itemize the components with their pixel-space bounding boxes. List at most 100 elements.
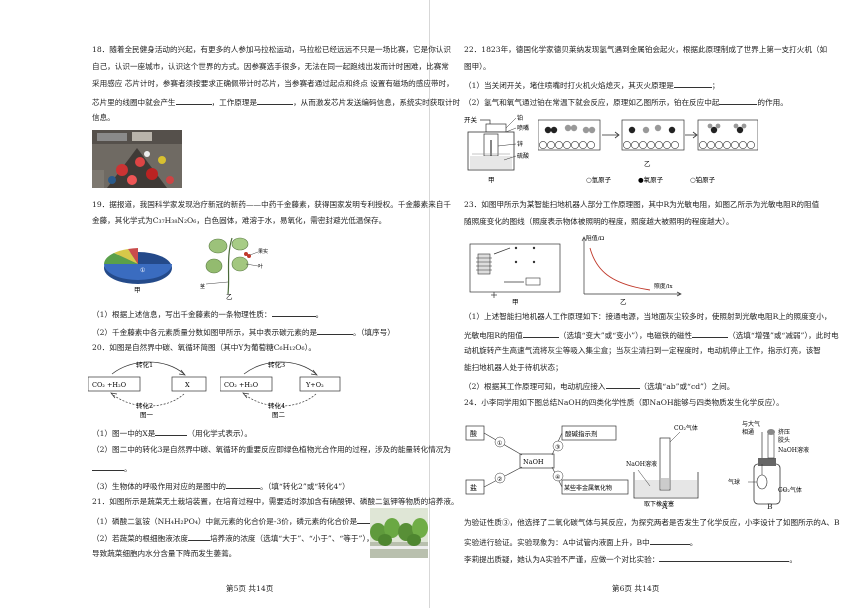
answer-blank[interactable] — [357, 514, 382, 524]
fig2-top: 转化3 — [268, 360, 285, 369]
q22-sub2: （2）氢气和氧气通过铂在常温下就会反应，原理如乙图所示，铂在反应中起的作用。 — [464, 95, 788, 109]
fig2-bottom: 转化4 — [268, 401, 285, 410]
box1-molecules — [544, 124, 596, 134]
plant-label-fruit: 果实 — [258, 248, 268, 255]
right-page: 22．1823年，德国化学家德贝莱纳发现氢气遇到金属铂会起火，根据此原理制成了世… — [430, 0, 860, 608]
label-n4: ④ — [555, 474, 560, 481]
q20-sub2-answer: 。 — [92, 461, 132, 475]
b-conn-label: 相通 — [742, 428, 754, 436]
fig1-bottom: 转化2 — [136, 401, 153, 410]
page-divider — [429, 0, 430, 608]
cycle-diagram-2: CO₂ +H₂O Y+O₂ 转化3 转化4 图二 — [220, 360, 341, 418]
q24-s3: 李莉提出质疑，她认为A实验不严谨，应做一个对比实验：。 — [464, 552, 797, 566]
q22-sub1: （1）当关闭开关，堵住喷嘴时打火机火焰熄灭，其灭火原理是； — [464, 78, 719, 92]
plant-label-stem: 茎 — [200, 283, 205, 290]
answer-blank[interactable] — [659, 552, 790, 562]
fig-jia-caption: 甲 — [134, 286, 141, 294]
plant-label-leaf: 叶 — [258, 263, 263, 270]
a-solution-label: NaOH溶液 — [626, 460, 657, 468]
hydroponics-photo — [370, 508, 428, 558]
answer-blank[interactable] — [155, 426, 188, 436]
node-naoh: NaOH — [523, 458, 544, 466]
pie-slice-1 — [104, 264, 172, 280]
q18-line4: 芯片里的线圈中就会产生，工作原理是，从而激发芯片发送编码信息，系统实时获取计时 — [92, 95, 460, 109]
q21-sub1: （1）磷酸二氢铵（NH₄H₂PO₄）中氮元素的化合价是-3价，磷元素的化合价是。 — [92, 514, 389, 528]
q20-sub2: （2）图二中的转化3是自然界中碳、氧循环的重要反应即绿色植物光合作用的过程，涉及… — [92, 445, 451, 454]
b-squeeze-label: 挤压 — [778, 428, 790, 436]
label-n1: ① — [497, 440, 502, 447]
fig1-top: 转化1 — [136, 360, 153, 369]
graph-y-label: 阻值/Ω — [586, 234, 605, 242]
fig2-left: CO₂ +H₂O — [224, 381, 258, 389]
q19-sub1: （1）根据上述信息，写出千金藤素的一条物理性质：。 — [92, 307, 323, 321]
page-number-6: 第6页 共14页 — [612, 584, 660, 593]
q21-sub2: （2）若蔬菜的根细胞液浓度培养液的浓度（选填“大于”、“小于”、“等于”），会 — [92, 531, 381, 545]
box2-molecules — [628, 124, 676, 134]
node-acid: 酸 — [470, 429, 477, 438]
answer-blank[interactable] — [225, 479, 260, 489]
q23-s1: （1）上述智能扫地机器人工作原理如下：接通电源，当地面灰尘较多时，使照射到光敏电… — [464, 312, 832, 321]
q18-line3: 采用感应 芯片计时，参赛者须按要求正确佩带计时芯片，当参赛者通过起点和终点 设置… — [92, 79, 454, 88]
label-nozzle: 喷嘴 — [517, 124, 529, 132]
answer-blank[interactable] — [271, 307, 316, 317]
node-salt: 盐 — [470, 483, 477, 492]
fig-jia-caption: 甲 — [512, 298, 519, 306]
b-dropper-label: 胶头 — [778, 436, 790, 444]
plant-illustration: 果实 叶 茎 乙 — [200, 237, 268, 300]
element-pie-chart: ① 甲 — [104, 248, 172, 294]
answer-blank[interactable] — [673, 78, 712, 88]
q23-line1: 23．如图甲所示为某智能扫地机器人部分工作原理图，其中R为光敏电阻，如图乙所示为… — [464, 200, 820, 209]
answer-blank[interactable] — [175, 95, 212, 105]
legend-platinum: ○铂原子 — [690, 175, 716, 184]
apparatus-b-label: B — [767, 502, 773, 511]
pie-slice-4 — [128, 248, 138, 264]
fig-yi-caption: 乙 — [644, 160, 651, 168]
answer-blank[interactable] — [649, 535, 690, 545]
apparatus-a-label: A — [662, 502, 668, 511]
marathon-photo — [92, 130, 182, 188]
q23-s3: 动机旋转产生高速气流将灰尘等吸入集尘盒；当灰尘清扫到一定程度时，电动机停止工作，… — [464, 346, 821, 355]
b-co2-label: CO₂气体 — [778, 486, 802, 494]
pie-slice-3 — [114, 249, 138, 264]
legend-oxygen: ●氧原子 — [638, 175, 664, 184]
left-page: 18．随着全民健身活动的兴起，有更多的人参加马拉松运动，马拉松已经远远不只是一场… — [88, 45, 460, 593]
answer-blank[interactable] — [719, 95, 758, 105]
q20-sub1: （1）图一中的X是（用化学式表示）。 — [92, 426, 252, 440]
fig-yi-caption: 乙 — [226, 293, 233, 300]
label-switch: 开关 — [464, 115, 478, 124]
answer-blank[interactable] — [692, 328, 729, 338]
q18-line1: 18．随着全民健身活动的兴起，有更多的人参加马拉松运动，马拉松已经远远不只是一场… — [92, 45, 451, 54]
q24-line1: 24．小李同学用如下图总结NaOH的四类化学性质（即NaOH能够与四类物质发生化… — [464, 398, 784, 407]
q19-line2: 金藤，其化学式为C₃₇H₃₈N₂O₆，白色固体，难溶于水，易氧化，需密封避光低温… — [92, 216, 387, 225]
fig1-left: CO₂ +H₂O — [92, 381, 126, 389]
apparatus-b: 与大气 相通 挤压 胶头 NaOH溶液 气球 CO₂气体 — [728, 420, 809, 505]
answer-blank[interactable] — [187, 531, 210, 541]
a-co2-label: CO₂气体 — [674, 424, 698, 432]
label-zinc: 锌 — [517, 140, 523, 148]
legend-hydrogen: ○氢原子 — [586, 175, 612, 184]
answer-blank[interactable] — [605, 379, 640, 389]
cycle-diagram-1: CO₂ +H₂O X 转化1 转化2 图一 — [88, 360, 207, 418]
q20-intro: 20．如图是自然界中碳、氧循环简图（其中Y为葡萄糖C₆H₁₂O₆）。 — [92, 343, 316, 352]
pie-slice-2 — [104, 253, 138, 264]
q22-line2: 图甲）。 — [464, 62, 491, 71]
label-platinum: 铂 — [517, 114, 523, 122]
q22-line1: 22．1823年，德国化学家德贝莱纳发现氢气遇到金属铂会起火，根据此原理制成了世… — [464, 45, 828, 54]
q20-sub3: （3）生物体的呼吸作用对应的是图中的。（填“转化2”或“转化4”） — [92, 479, 350, 493]
answer-blank[interactable] — [92, 461, 124, 471]
answer-blank[interactable] — [257, 95, 294, 105]
box3-molecules — [707, 123, 747, 134]
box-x — [171, 376, 207, 392]
q19-sub2: （2）千金藤素中各元素质量分数如图甲所示，其中表示碳元素的是。（填序号） — [92, 325, 395, 339]
q18-line2: 自己，认识一座城市，认识这个世界的方式。因参赛选手很多，无法在同一起跑线出发而计… — [92, 62, 449, 71]
q23-s5: （2）根据其工作原理可知，电动机应接入（选填“ab”或“cd”）之间。 — [464, 379, 734, 393]
a-caption: 取下橡皮塞 — [644, 500, 674, 508]
answer-blank[interactable] — [317, 325, 354, 335]
q21-line4: 导致蔬菜细胞内水分含量下降而发生萎蔫。 — [92, 549, 237, 558]
fig-jia-caption: 甲 — [488, 176, 495, 184]
fig-yi-caption: 乙 — [620, 298, 627, 306]
q23-line2: 随照度变化的图线（照度表示物体被照明的程度，照度越大被照明的程度越大）。 — [464, 217, 734, 226]
q23-s4: 能扫地机器人处于待机状态； — [464, 363, 563, 372]
answer-blank[interactable] — [522, 328, 559, 338]
page-number-5: 第5页 共14页 — [226, 584, 274, 593]
